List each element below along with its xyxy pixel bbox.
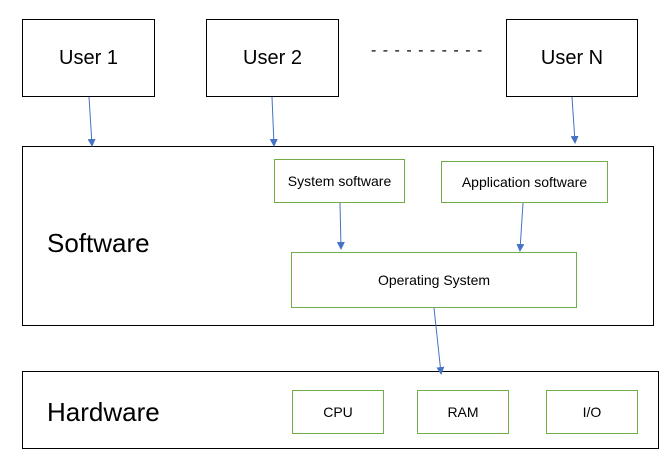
application-software-box: Application software <box>441 161 608 203</box>
arrow-user2-software <box>269 96 278 147</box>
system-software-label: System software <box>287 173 392 189</box>
arrow-user1-software <box>87 96 96 147</box>
cpu-label: CPU <box>323 404 353 420</box>
user-n-box: User N <box>506 19 638 97</box>
cpu-box: CPU <box>292 390 384 434</box>
operating-system-box: Operating System <box>291 252 577 308</box>
io-box: I/O <box>546 390 638 434</box>
ram-box: RAM <box>417 390 509 434</box>
hardware-label: Hardware <box>47 397 160 427</box>
ellipsis: - - - - - - - - - - <box>371 42 484 59</box>
software-label: Software <box>47 228 150 258</box>
application-software-label: Application software <box>461 174 588 190</box>
user-2-label: User 2 <box>243 46 302 69</box>
user-1-label: User 1 <box>59 46 118 69</box>
operating-system-label: Operating System <box>377 272 491 288</box>
user-1-box: User 1 <box>22 19 155 97</box>
user-2-box: User 2 <box>206 19 339 97</box>
arrow-usern-software <box>570 96 579 144</box>
io-label: I/O <box>582 404 602 420</box>
ram-label: RAM <box>447 404 479 420</box>
system-software-box: System software <box>274 159 405 203</box>
user-n-label: User N <box>540 46 604 69</box>
